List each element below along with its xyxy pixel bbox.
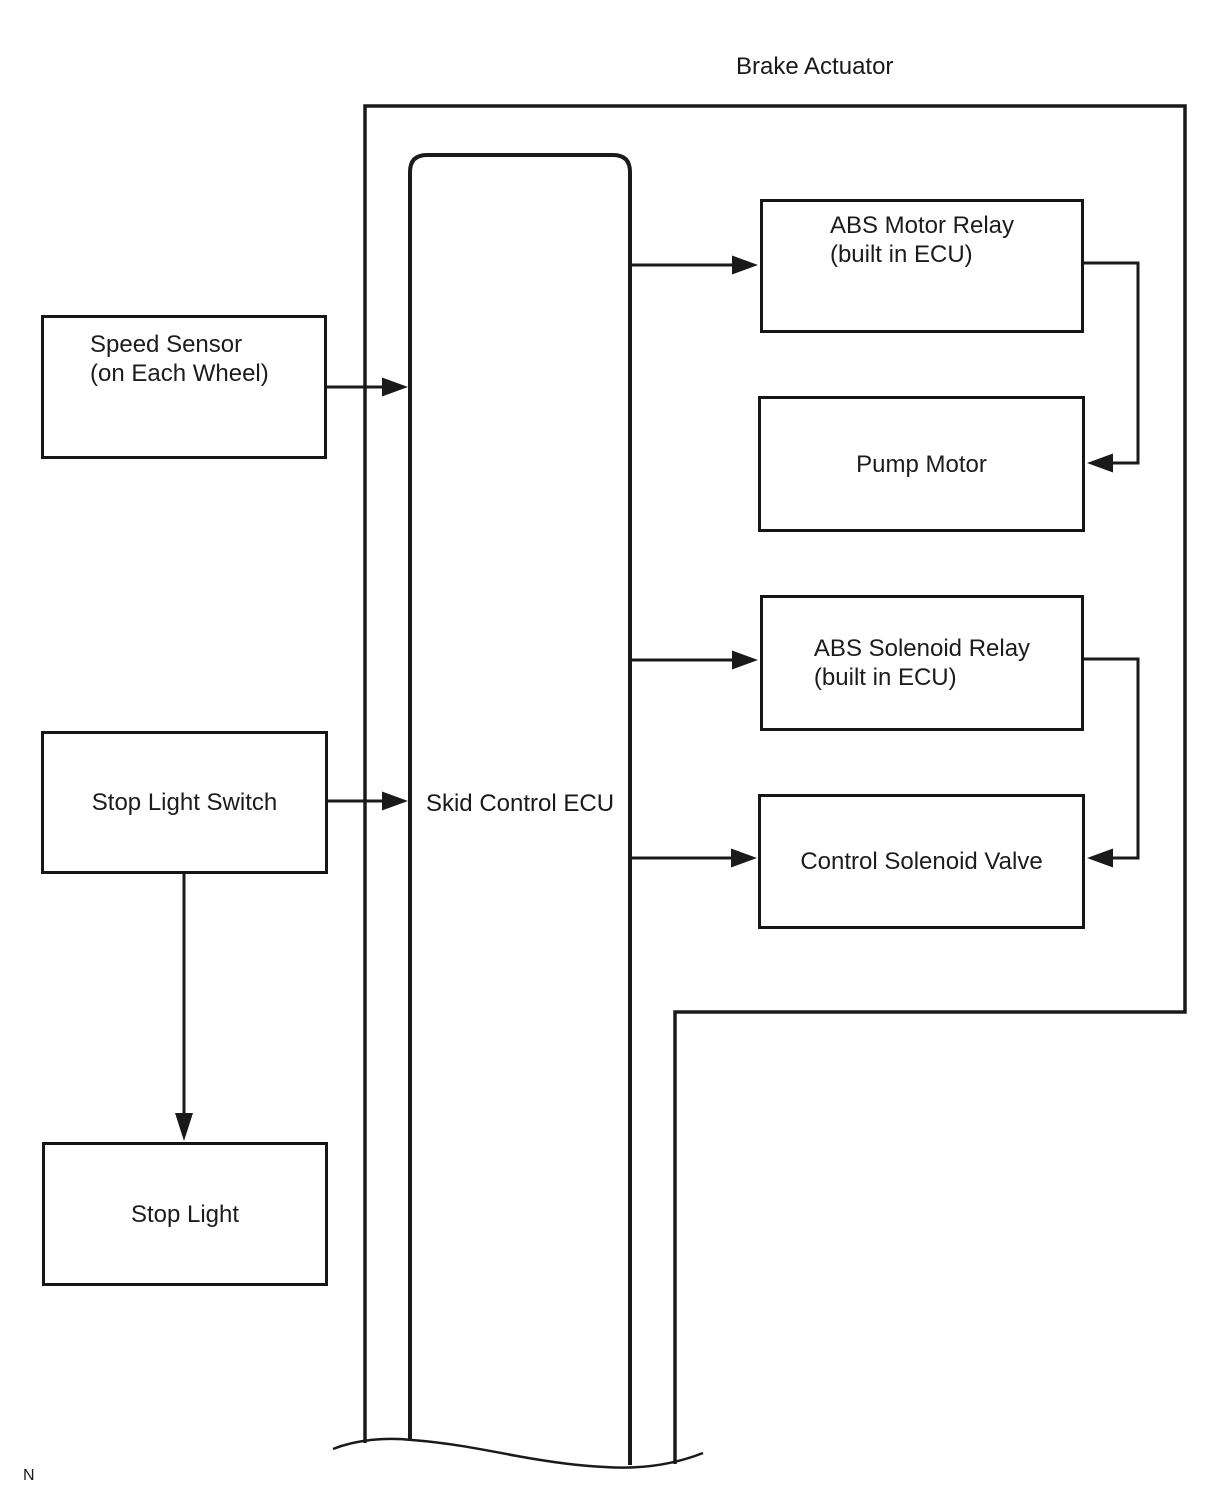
break-wave [332, 1437, 704, 1469]
abs-solenoid-relay-label-line2: (built in ECU) [813, 664, 957, 691]
control-solenoid-valve-box: Control Solenoid Valve [758, 794, 1085, 929]
pump-motor-label: Pump Motor [856, 450, 987, 478]
brake-actuator-boundary [363, 104, 1187, 1464]
abs-solenoid-relay-label-line1: ABS Solenoid Relay [813, 635, 1031, 662]
brake-actuator-title: Brake Actuator [736, 53, 894, 80]
connector-ecu-to-abs-motor-relay [630, 255, 758, 275]
connector-stop-light-switch-to-stop-light [175, 873, 193, 1141]
speed-sensor-box: Speed Sensor (on Each Wheel) [41, 315, 327, 459]
stop-light-label: Stop Light [130, 1200, 240, 1228]
connector-abs-motor-relay-to-pump-motor [1084, 261, 1140, 473]
connector-speed-sensor-to-ecu [326, 377, 408, 397]
speed-sensor-label-line1: Speed Sensor [90, 331, 243, 358]
connector-ecu-to-control-solenoid-valve [630, 848, 757, 868]
speed-sensor-label-line2: (on Each Wheel) [90, 360, 269, 387]
skid-control-ecu-label: Skid Control ECU [425, 790, 615, 817]
control-solenoid-valve-label: Control Solenoid Valve [800, 848, 1043, 875]
stop-light-switch-box: Stop Light Switch [41, 731, 328, 874]
stop-light-switch-label: Stop Light Switch [91, 789, 278, 816]
abs-motor-relay-label-line2: (built in ECU) [829, 241, 973, 268]
connector-ecu-to-abs-solenoid-relay [630, 650, 758, 670]
abs-motor-relay-box: ABS Motor Relay (built in ECU) [760, 199, 1084, 333]
corner-letter: N [23, 1467, 35, 1484]
pump-motor-box: Pump Motor [758, 396, 1085, 532]
stop-light-box: Stop Light [42, 1142, 328, 1286]
abs-solenoid-relay-box: ABS Solenoid Relay (built in ECU) [760, 595, 1084, 731]
connector-abs-solenoid-relay-to-control-solenoid-valve [1084, 657, 1140, 868]
connector-stop-light-switch-to-ecu [327, 791, 408, 811]
skid-control-ecu-outline [408, 153, 632, 1465]
abs-motor-relay-label-line1: ABS Motor Relay [829, 212, 1015, 239]
